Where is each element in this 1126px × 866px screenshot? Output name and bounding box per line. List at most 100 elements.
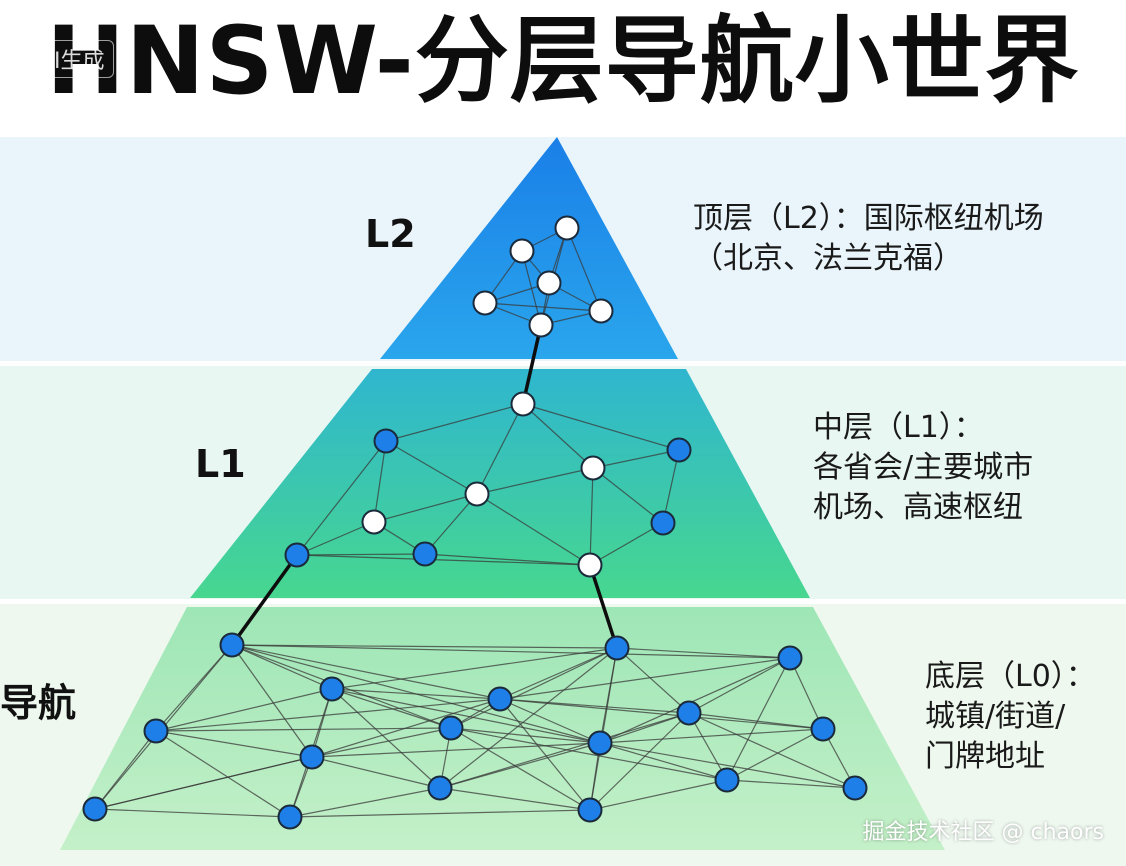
description-line: 机场、高速枢纽 xyxy=(813,490,1023,525)
graph-node-blue xyxy=(219,632,245,658)
graph-edge xyxy=(726,728,824,781)
graph-edge xyxy=(289,787,441,818)
graph-edge xyxy=(231,644,618,649)
graph-node-blue xyxy=(676,700,702,726)
graph-node-blue xyxy=(373,428,399,454)
graph-node-blue xyxy=(487,686,513,712)
graph-edge xyxy=(450,727,601,744)
layer-label-l1: L1 xyxy=(195,442,246,486)
graph-node-blue xyxy=(810,716,836,742)
graph-edge xyxy=(589,522,664,566)
bottom-layer-description: 底层（L0）： 城镇/街道/ 门牌地址 xyxy=(925,657,1096,777)
graph-node-white xyxy=(528,312,554,338)
top-layer-description: 顶层（L2）：国际枢纽机场 （北京、法兰克福） xyxy=(693,199,1044,279)
graph-edge xyxy=(589,712,690,811)
inter-layer-links xyxy=(230,324,619,649)
graph-node-blue xyxy=(299,744,325,770)
graph-node-white xyxy=(554,215,580,241)
graph-edge xyxy=(231,644,791,659)
graph-edge xyxy=(289,809,591,818)
graph-edge xyxy=(521,250,542,326)
graph-node-blue xyxy=(650,510,676,536)
description-line: 中层（L1）： xyxy=(813,410,984,445)
description-line: 底层（L0）： xyxy=(925,659,1096,694)
graph-edge xyxy=(616,647,690,714)
graph-node-blue xyxy=(412,541,438,567)
layer-label-navigation: 导航 xyxy=(0,681,77,725)
description-line: （北京、法兰克福） xyxy=(693,241,963,276)
graph-edge xyxy=(616,647,791,659)
graph-node-white xyxy=(510,391,536,417)
graph-edge xyxy=(385,403,524,442)
graph-edge xyxy=(484,302,602,312)
graph-node-blue xyxy=(842,775,868,801)
graph-edge xyxy=(499,698,601,744)
graph-edge xyxy=(296,554,591,566)
graph-node-blue xyxy=(604,635,630,661)
graph-edge xyxy=(499,698,591,811)
inter-layer-link xyxy=(588,564,619,649)
graph-edge xyxy=(499,698,824,730)
page-title: HNSW-分层导航小世界 xyxy=(46,7,1080,116)
graph-edge xyxy=(599,657,791,744)
graph-edge xyxy=(592,449,680,469)
layer-label-l2: L2 xyxy=(365,212,416,256)
graph-edge xyxy=(311,742,601,758)
graph-edge xyxy=(155,727,452,732)
graph-edge xyxy=(231,644,313,758)
graph-edge xyxy=(331,688,501,700)
graph-node-blue xyxy=(577,797,603,823)
graph-edge xyxy=(439,742,601,789)
graph-nodes xyxy=(82,215,868,830)
graph-edge xyxy=(789,657,824,730)
graph-edge xyxy=(296,553,426,556)
graph-node-blue xyxy=(587,730,613,756)
graph-node-blue xyxy=(666,437,692,463)
graph-edge xyxy=(155,698,501,732)
graph-edge xyxy=(331,688,441,789)
graph-edge xyxy=(476,403,524,495)
graph-node-white xyxy=(361,509,387,535)
description-line: 各省会/主要城市 xyxy=(813,450,1034,485)
graph-edge xyxy=(476,493,591,566)
graph-edge xyxy=(688,712,824,730)
graph-edge xyxy=(499,657,791,700)
graph-edge xyxy=(373,493,478,523)
graph-edge xyxy=(589,467,594,566)
graph-edge xyxy=(450,727,591,811)
graph-node-blue xyxy=(777,645,803,671)
inter-layer-link xyxy=(230,553,299,647)
graph-edge xyxy=(424,553,591,566)
middle-layer-description: 中层（L1）： 各省会/主要城市 机场、高速枢纽 xyxy=(813,408,1033,528)
graph-edge xyxy=(155,730,313,758)
graph-edge xyxy=(155,688,333,732)
graph-edge xyxy=(522,403,680,451)
graph-edge xyxy=(296,440,387,556)
graph-node-white xyxy=(577,552,603,578)
graph-edge xyxy=(439,712,690,789)
graph-edge xyxy=(599,742,856,789)
graph-edge xyxy=(439,787,591,811)
graph-edge xyxy=(726,779,856,789)
graph-node-white xyxy=(536,270,562,296)
graph-edge xyxy=(599,728,824,744)
graph-edge xyxy=(231,644,333,690)
graph-node-white xyxy=(472,290,498,316)
graph-node-white xyxy=(509,238,535,264)
graph-edge xyxy=(439,647,618,789)
graph-node-blue xyxy=(319,676,345,702)
graph-edge xyxy=(566,227,602,312)
graph-edge xyxy=(688,657,791,714)
graph-edge xyxy=(331,688,601,744)
middle-layer-shape xyxy=(190,369,810,598)
graph-edge xyxy=(726,657,791,781)
ai-generated-badge: AI生成 xyxy=(30,40,114,78)
graph-edge xyxy=(94,808,291,818)
graph-edge xyxy=(450,647,618,729)
graph-edge xyxy=(589,779,728,811)
graph-edge xyxy=(311,756,441,789)
graph-node-blue xyxy=(284,542,310,568)
graph-edge xyxy=(231,644,501,700)
graph-edge xyxy=(155,730,291,818)
